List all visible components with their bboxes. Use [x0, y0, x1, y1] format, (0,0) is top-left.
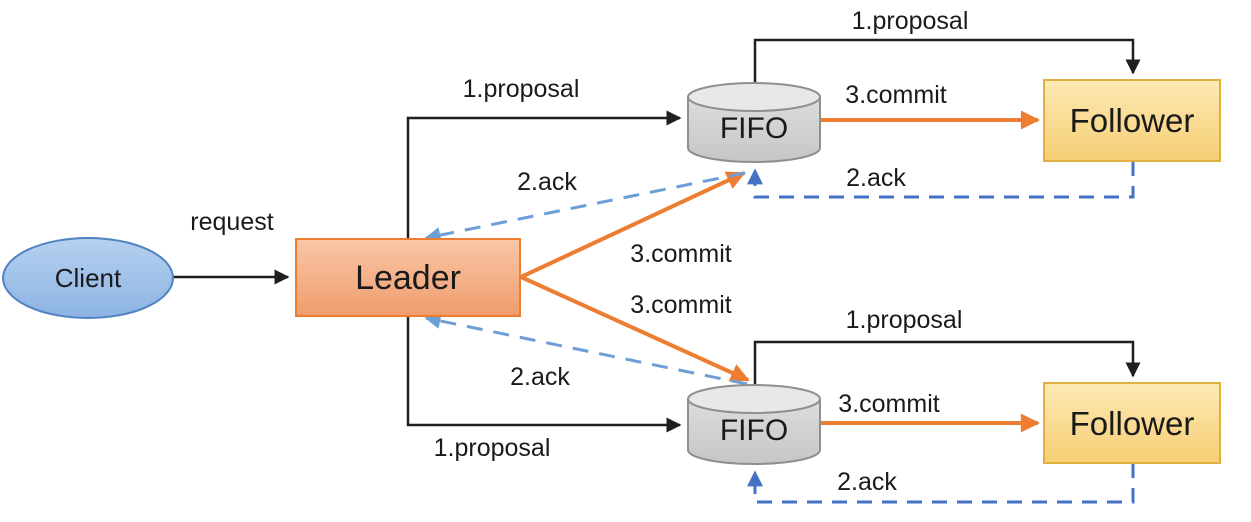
follower-top-shape	[1043, 79, 1221, 162]
commit-edge-leader-to-fifo-bottom	[520, 275, 750, 382]
follower-bottom-shape	[1043, 382, 1221, 464]
cylinder-body	[687, 97, 821, 163]
leader-shape	[295, 238, 521, 317]
proposal-top-left-label: 1.proposal	[463, 75, 580, 103]
follower-top-label: Follower	[1070, 102, 1195, 139]
leader-node: Leader	[295, 238, 521, 317]
commit-mid-top-label: 3.commit	[630, 240, 731, 268]
ack-top-right-label: 2.ack	[846, 164, 906, 192]
ack-mid-bottom-label: 2.ack	[510, 363, 570, 391]
ack-edge-follower-top-to-fifo-top	[747, 161, 1135, 199]
request-label: request	[190, 208, 273, 236]
proposal-edge-leader-to-fifo-top	[406, 110, 682, 239]
follower-bottom-node: Follower	[1043, 382, 1221, 464]
cylinder-top	[687, 384, 821, 414]
commit-edge-leader-to-fifo-top	[520, 171, 746, 279]
proposal-bottom-right-label: 1.proposal	[846, 306, 963, 334]
client-shape	[2, 237, 174, 319]
commit-top-right-label: 3.commit	[845, 81, 946, 109]
proposal-edge-fifo-bottom-to-follower-bottom	[753, 340, 1141, 386]
cylinder-body	[687, 399, 821, 465]
commit-bottom-right-label: 3.commit	[838, 390, 939, 418]
cylinder-top	[687, 82, 821, 112]
leader-label: Leader	[355, 259, 461, 297]
ack-bottom-right-label: 2.ack	[837, 468, 897, 496]
follower-top-node: Follower	[1043, 79, 1221, 162]
proposal-top-right-label: 1.proposal	[852, 7, 969, 35]
fifo-top-node: FIFO	[687, 82, 821, 163]
commit-mid-bottom-label: 3.commit	[630, 291, 731, 319]
fifo-top-label: FIFO	[720, 112, 788, 145]
follower-bottom-label: Follower	[1070, 405, 1195, 442]
client-label: Client	[55, 263, 122, 293]
client-node: Client	[2, 237, 174, 319]
ack-edge-fifo-top-to-leader	[424, 171, 746, 243]
proposal-edge-fifo-top-to-follower-top	[753, 38, 1141, 84]
proposal-bottom-left-label: 1.proposal	[434, 434, 551, 462]
ack-edge-follower-bottom-to-fifo-bottom	[747, 463, 1135, 504]
ack-edge-fifo-bottom-to-leader	[424, 313, 748, 386]
fifo-bottom-label: FIFO	[720, 414, 788, 447]
fifo-bottom-node: FIFO	[687, 384, 821, 465]
ack-mid-top-label: 2.ack	[517, 168, 577, 196]
proposal-edge-leader-to-fifo-bottom	[406, 316, 682, 433]
